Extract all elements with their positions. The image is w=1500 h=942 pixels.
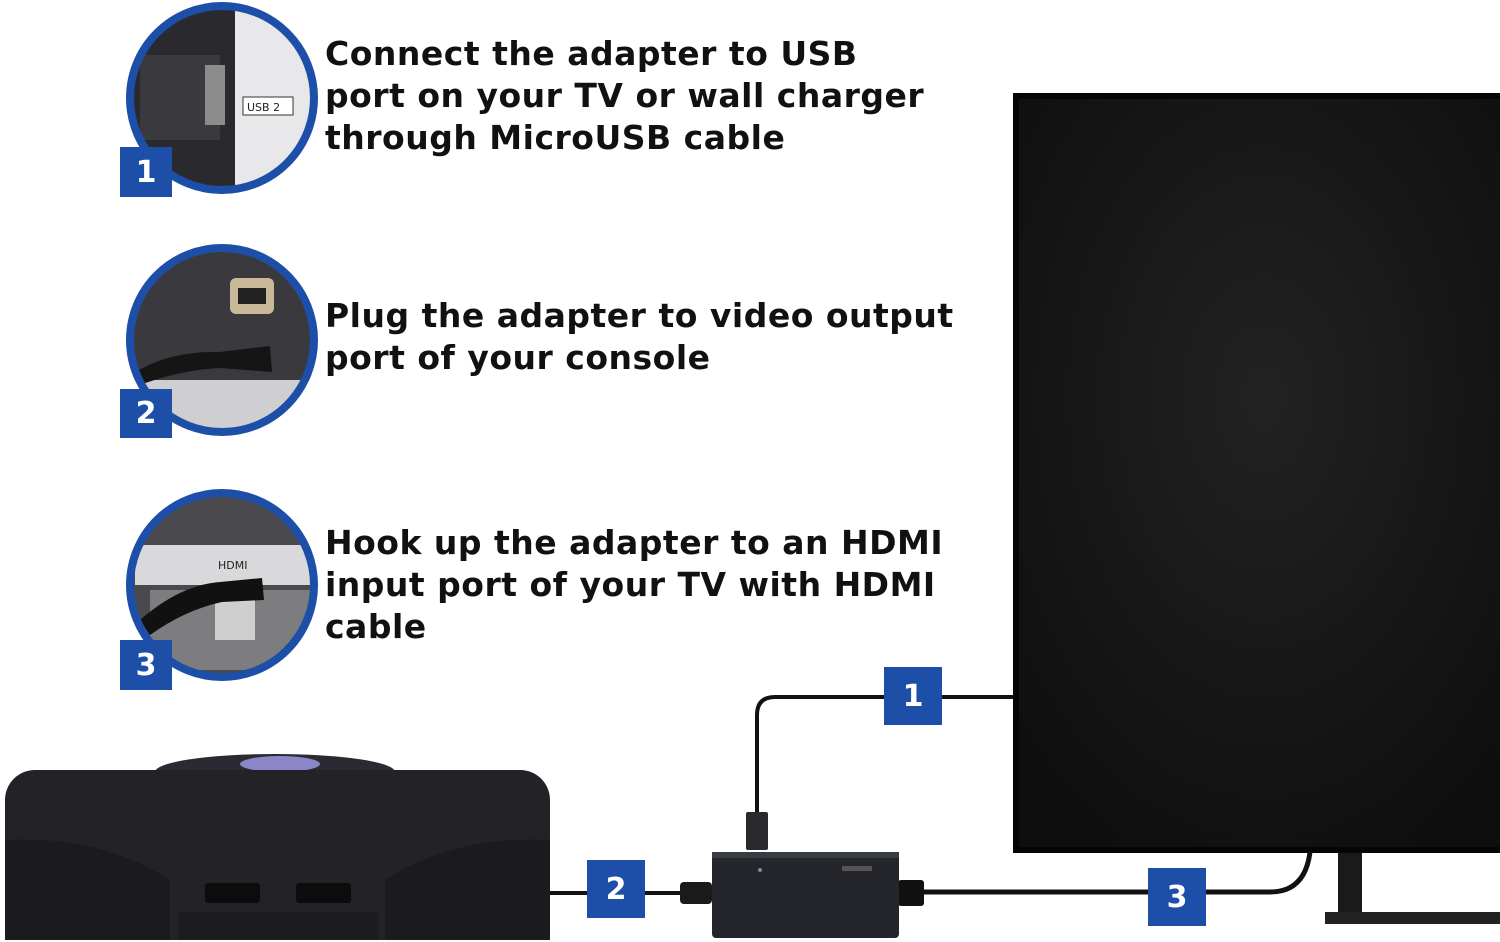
- step-2-line: Plug the adapter to video output: [325, 296, 954, 335]
- usb-cable: [755, 695, 1013, 815]
- adapter: [712, 852, 899, 938]
- step-2-line: port of your console: [325, 338, 711, 377]
- usb-cable-badge: 1: [884, 667, 942, 725]
- usb-port-label: USB 2: [247, 101, 280, 114]
- step-3-photo: HDMI: [126, 489, 318, 681]
- step-3-line: Hook up the adapter to an HDMI: [325, 523, 944, 562]
- step-3-text: Hook up the adapter to an HDMI input por…: [325, 522, 943, 648]
- step-1-badge: 1: [120, 147, 172, 197]
- micro-usb-connector: [746, 812, 768, 850]
- video-cable-badge: 2: [587, 860, 645, 918]
- hdmi-port-label: HDMI: [218, 559, 247, 572]
- step-3-line: cable: [325, 607, 427, 646]
- step-1-line: port on your TV or wall charger: [325, 76, 925, 115]
- step-1-text: Connect the adapter to USB port on your …: [325, 33, 924, 159]
- step-1-line: through MicroUSB cable: [325, 118, 786, 157]
- step-2-badge: 2: [120, 389, 172, 438]
- step-3-line: input port of your TV with HDMI: [325, 565, 936, 604]
- tv: [1013, 93, 1500, 924]
- hdmi-cable-badge: 3: [1148, 868, 1206, 926]
- step-3-badge: 3: [120, 640, 172, 690]
- step-1-line: Connect the adapter to USB: [325, 34, 858, 73]
- hdmi-cable: [898, 851, 1313, 895]
- console: [5, 754, 550, 940]
- step-2-text: Plug the adapter to video output port of…: [325, 295, 954, 379]
